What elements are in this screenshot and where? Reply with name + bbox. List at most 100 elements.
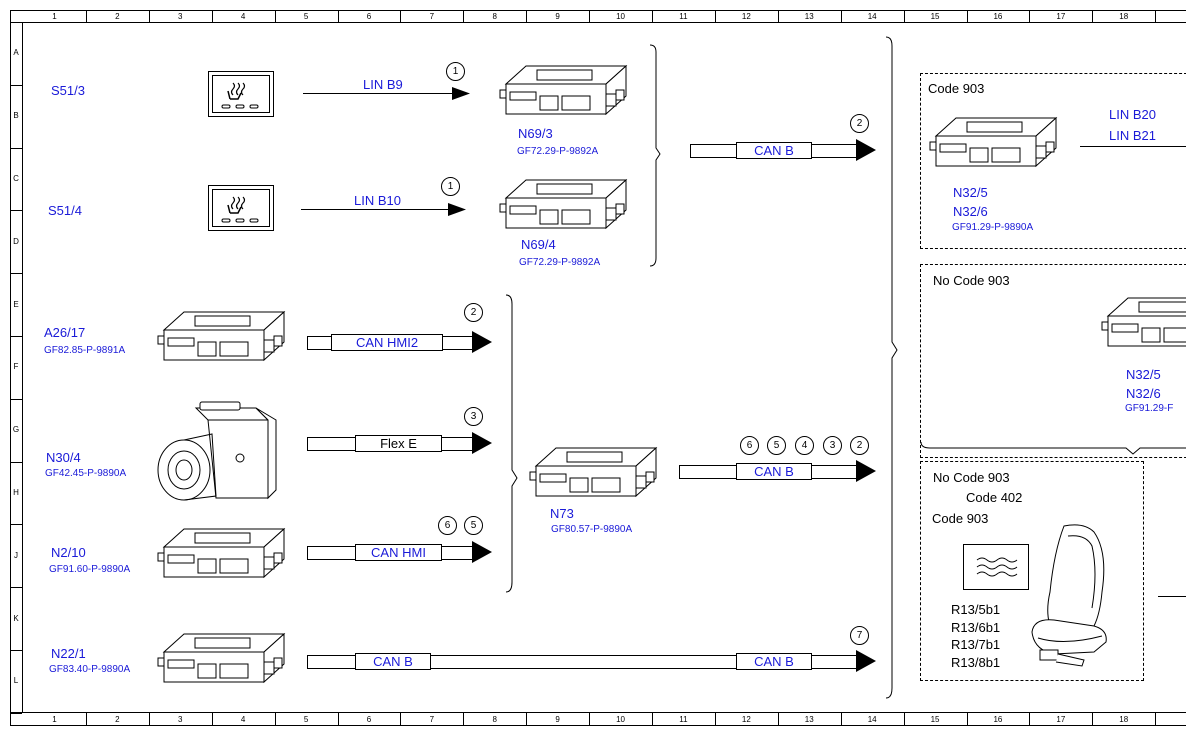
n22-1-control-unit-icon[interactable] xyxy=(154,630,290,694)
a26-17-control-unit-icon[interactable] xyxy=(154,308,290,372)
row-divider xyxy=(10,210,22,212)
can-hmi2-arrowhead-icon xyxy=(472,331,492,353)
row-divider xyxy=(10,336,22,337)
column-divider xyxy=(526,712,528,725)
column-tick-top: 14 xyxy=(867,12,877,21)
row-tick: K xyxy=(13,613,19,623)
column-divider xyxy=(211,712,213,725)
column-tick-bottom: 14 xyxy=(867,715,877,724)
row-tick: L xyxy=(13,676,19,686)
n73-label: N73 xyxy=(550,506,574,521)
column-divider xyxy=(652,712,653,725)
column-tick-bottom: 15 xyxy=(930,715,940,724)
column-divider xyxy=(463,10,465,22)
seat-heater-switch-icon[interactable] xyxy=(208,185,274,231)
code-903-label: Code 903 xyxy=(928,81,985,96)
row-tick: D xyxy=(13,236,19,246)
flex-e-label: Flex E xyxy=(355,435,442,452)
seat-label-3: R13/7b1 xyxy=(951,637,1001,652)
column-divider xyxy=(777,712,779,725)
column-divider xyxy=(526,10,528,22)
column-tick-bottom: 6 xyxy=(366,715,372,724)
column-tick-bottom: 7 xyxy=(429,715,435,724)
column-divider xyxy=(463,712,465,725)
row-divider xyxy=(10,461,22,463)
seat-label-2: R13/6b1 xyxy=(951,620,1001,635)
row-divider xyxy=(10,84,22,86)
frame-top-line xyxy=(10,10,1186,11)
top-brace-icon xyxy=(649,44,661,267)
seat-heater-switch-icon[interactable] xyxy=(208,71,274,117)
column-tick-bottom: 13 xyxy=(804,715,814,724)
bottom-marker-7: 7 xyxy=(850,626,869,645)
column-divider xyxy=(966,712,968,725)
heating-element-icon[interactable] xyxy=(963,544,1029,590)
row-tick: H xyxy=(13,488,19,497)
column-tick-top: 10 xyxy=(616,12,625,21)
n32-top-control-unit-icon[interactable] xyxy=(926,114,1062,178)
column-tick-bottom: 5 xyxy=(303,715,309,724)
can-b-mid-label: CAN B xyxy=(736,463,812,480)
lin-b9-label: LIN B9 xyxy=(363,77,403,92)
column-tick-top: 5 xyxy=(303,12,309,21)
row-tick: C xyxy=(13,174,19,183)
column-divider xyxy=(903,10,905,22)
n32-mid-label-1: N32/5 xyxy=(1126,367,1161,382)
seat-icon[interactable] xyxy=(1024,522,1114,670)
mid-marker-2: 2 xyxy=(850,436,869,455)
row-tick: J xyxy=(14,550,18,560)
n69-3-control-unit-icon[interactable] xyxy=(496,62,632,126)
row-tick: A xyxy=(13,48,19,58)
can-hmi-arrowhead-icon xyxy=(472,541,492,563)
s51-3-label: S51/3 xyxy=(51,83,85,98)
lower-right-brace-icon xyxy=(920,441,1186,455)
can-b-bottom-left-label: CAN B xyxy=(355,653,431,670)
n22-1-ref: GF83.40-P-9890A xyxy=(49,664,131,675)
column-tick-bottom: 8 xyxy=(492,715,497,724)
can-b-bottom-right-label: CAN B xyxy=(736,653,812,670)
column-divider xyxy=(274,712,276,725)
row-divider xyxy=(10,398,22,400)
column-divider xyxy=(1092,10,1094,22)
seat-box-line-2: Code 402 xyxy=(966,490,1023,505)
lin-b9-connection-marker: 1 xyxy=(446,62,465,81)
n69-4-control-unit-icon[interactable] xyxy=(496,176,632,240)
frame-left-line xyxy=(10,10,11,726)
column-divider xyxy=(1029,10,1031,22)
n69-4-label: N69/4 xyxy=(521,237,556,252)
column-tick-bottom: 17 xyxy=(1056,715,1066,724)
column-tick-top: 15 xyxy=(930,12,940,21)
column-divider xyxy=(840,712,842,725)
can-hmi2-label: CAN HMI2 xyxy=(331,334,443,351)
n22-1-label: N22/1 xyxy=(51,646,86,661)
seat-box-line-1: No Code 903 xyxy=(933,470,1010,485)
row-divider xyxy=(10,147,22,149)
n30-4-brake-unit-icon[interactable] xyxy=(156,400,282,502)
n2-10-control-unit-icon[interactable] xyxy=(154,525,290,589)
can-b-mid-arrowhead-icon xyxy=(856,460,876,482)
right-brace-icon xyxy=(885,36,898,699)
column-tick-top: 3 xyxy=(178,12,183,21)
n73-ref: GF80.57-P-9890A xyxy=(551,524,633,535)
seat-out-wire xyxy=(1158,596,1186,597)
row-tick: G xyxy=(12,425,20,435)
column-divider xyxy=(714,10,716,22)
column-tick-top: 13 xyxy=(804,12,814,21)
n32-mid-control-unit-icon[interactable] xyxy=(1098,294,1186,358)
column-divider xyxy=(1155,712,1157,725)
flex-e-arrowhead-icon xyxy=(472,432,492,454)
column-tick-top: 16 xyxy=(993,12,1003,21)
n73-control-unit-icon[interactable] xyxy=(526,444,662,508)
no-code-903-label: No Code 903 xyxy=(933,273,1010,288)
column-divider xyxy=(274,10,276,22)
column-divider xyxy=(903,712,905,725)
frame-top-inner-line xyxy=(10,22,1186,23)
row-tick: B xyxy=(13,111,19,121)
row-divider xyxy=(10,650,22,651)
seat-box-line-3: Code 903 xyxy=(932,511,989,526)
frame-bottom-inner-line xyxy=(10,712,1186,713)
n32-top-label-1: N32/5 xyxy=(953,185,988,200)
lin-b20-wire xyxy=(1080,146,1186,147)
can-b-top-label: CAN B xyxy=(736,142,812,159)
